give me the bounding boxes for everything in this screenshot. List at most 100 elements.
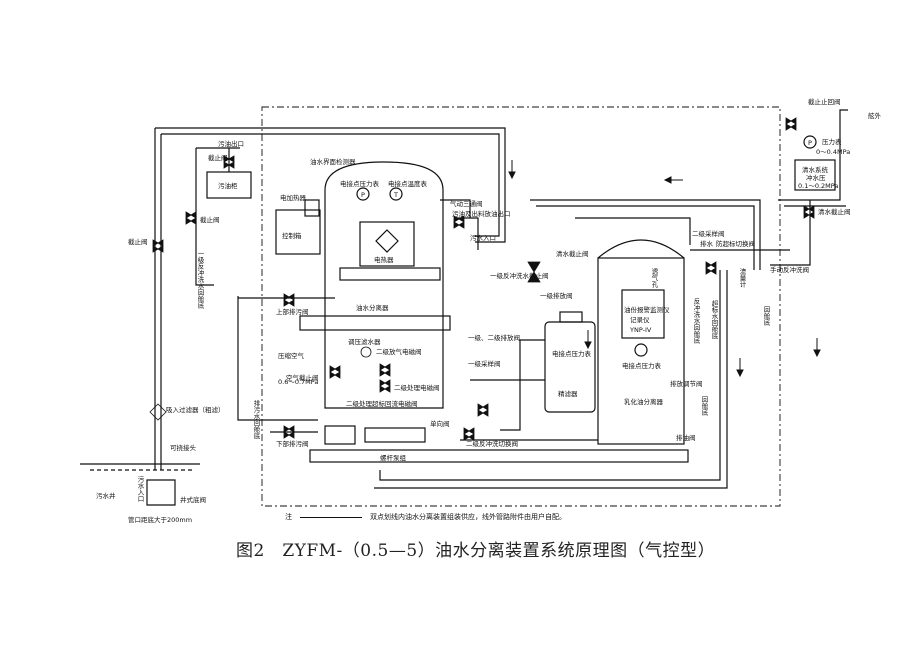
label-clean-shutoff: 清水截止阀 <box>818 207 851 216</box>
label-contact-gauge-2: 电接点压力表 <box>552 349 592 358</box>
flow-arrow <box>736 358 744 378</box>
second-separator <box>597 257 685 445</box>
label-oil-drain: 污油及出料放油出口 <box>452 209 511 218</box>
label-contact-gauge-3: 电接点压力表 <box>622 361 662 370</box>
label-suction-inlet: 污水入口 <box>136 476 144 503</box>
filter-diamond <box>149 403 167 421</box>
flow-arrow <box>584 330 592 350</box>
label-heater: 电热器 <box>374 255 394 264</box>
label-top-drain: 上部排污阀 <box>276 307 309 316</box>
label-pressure-gauge: 压力表 <box>822 137 842 146</box>
label-monitor-model: YNP-IV <box>629 326 652 334</box>
valve-oil-outlet <box>223 155 235 169</box>
control-box <box>275 209 321 255</box>
valve-shutoff-right <box>803 205 815 219</box>
label-pneumatic-valve: 气动三通阀 <box>450 199 483 208</box>
label-gauge-p-1: P <box>361 191 365 199</box>
valve-check-out <box>785 117 797 131</box>
label-backflush-vert: 一级反冲洗水回舱底 <box>196 250 204 310</box>
primary-separator <box>324 161 444 409</box>
valve-switch <box>705 261 717 275</box>
label-flexible-joint: 可挠接头 <box>170 443 197 452</box>
label-dirty-inlet: 污水入口 <box>470 233 496 242</box>
label-air-vent: 透气孔 <box>650 268 658 289</box>
label-well: 污水井 <box>96 491 116 500</box>
clean-water-box <box>794 159 836 191</box>
valve-three-way <box>453 215 465 229</box>
footnote-prefix: 注 <box>285 513 292 521</box>
label-sample-valve: 一级采样阀 <box>468 359 501 368</box>
label-drain-valve: 排油阀 <box>676 433 696 442</box>
label-flow-meter: 流量计 <box>738 267 746 289</box>
label-backflush-shutoff: 手动反冲洗阀 <box>770 265 809 274</box>
valve-stage2 <box>477 403 489 417</box>
label-filter-tube: 吸入过滤器（粗滤） <box>166 405 225 414</box>
label-thermometer: 电接点温度表 <box>388 179 428 188</box>
footnote-text: 双点划线内油水分离装置组装供应，线外管路附件由用户自配。 <box>370 513 566 521</box>
pump-motor <box>324 425 356 445</box>
label-regulator: 调压滤水器 <box>348 337 381 346</box>
oil-monitor <box>621 289 665 339</box>
label-drain-vert: 排污水回舱底 <box>252 399 260 441</box>
footnote: 注 双点划线内油水分离装置组装供应，线外管路附件由用户自配。 <box>285 512 566 522</box>
label-dirty-oil-outlet: 污油出口 <box>218 139 244 148</box>
label-monitor: 油份报警监测仪 <box>624 305 670 314</box>
label-electric-heater: 电加热器 <box>280 193 307 202</box>
label-clean-pressure: 0.1～0.2MPa <box>798 182 838 190</box>
pressure-gauge <box>803 135 817 149</box>
label-gauge-p-2: P <box>808 139 812 147</box>
label-shutoff-3: 截止阀 <box>128 237 148 246</box>
label-solenoid-1: 二级放气电磁阀 <box>376 347 422 356</box>
label-pipe-note: 管口距底大于200mm <box>128 515 192 524</box>
valve-shutoff-left <box>185 211 197 225</box>
backflush-pipe <box>155 127 506 243</box>
label-overflow-return: 超标水回舱底 <box>710 299 718 341</box>
label-shutoff-1: 截止阀 <box>208 153 228 162</box>
valve-solenoid-1 <box>379 363 391 377</box>
label-shutoff-2: 截止阀 <box>200 215 220 224</box>
label-compressed-air: 压缩空气 <box>278 351 305 360</box>
label-clean-water: 清水截止阀 <box>556 249 589 258</box>
label-contact-gauge-1: 电接点压力表 <box>340 179 380 188</box>
label-pressure-range: 0.6～0.7MPa <box>278 378 318 386</box>
label-level-detector: 油水界面检测器 <box>310 157 356 166</box>
gauge-left <box>360 346 372 358</box>
label-check-valve: 单向阀 <box>430 419 450 428</box>
valve-bottom-drain <box>283 425 295 439</box>
valve-solenoid-2 <box>379 379 391 393</box>
supply-boundary <box>261 106 781 507</box>
label-second-sep: 乳化油分离器 <box>624 397 664 406</box>
valve-first-stage <box>527 261 541 283</box>
flow-arrow <box>663 176 683 184</box>
label-control-box: 控制箱 <box>282 231 302 240</box>
footnote-line <box>300 516 362 518</box>
label-second-switch: 二级采样阀 <box>692 229 725 238</box>
label-clean-pressure-label: 冲水压 <box>806 173 826 182</box>
label-solenoid-2: 二级处理电磁阀 <box>394 383 440 392</box>
valve-backflush <box>463 427 475 441</box>
flow-arrow <box>813 338 821 358</box>
label-return-bilge-2: 回舱底 <box>762 306 770 327</box>
label-gauge-t: T <box>393 191 398 199</box>
label-overboard: 舷外 <box>868 111 882 120</box>
valve-air <box>329 365 341 379</box>
electric-heater <box>304 199 320 217</box>
label-anti-overflow: 防超标切换阀 <box>716 239 755 248</box>
label-level-check: 二级处理超标回流电磁阀 <box>346 399 418 408</box>
flow-arrow <box>508 160 516 180</box>
label-separator: 油水分离器 <box>356 303 389 312</box>
label-sampling: 排水 <box>700 239 714 248</box>
valve-left-main <box>152 239 164 253</box>
label-dirty-oil-tank: 污油柜 <box>218 181 238 190</box>
label-first-bypass: 一级反冲洗水截止阀 <box>490 271 549 280</box>
heater-panel <box>359 221 415 267</box>
label-return-bilge-1: 回舱底 <box>700 396 708 417</box>
label-first-sample: 一级排放阀 <box>540 291 573 300</box>
label-discharge: 排放调节阀 <box>670 379 703 388</box>
label-second-backflush: 反冲洗水回舱底 <box>692 297 700 345</box>
label-bottom-drain: 下部排污阀 <box>276 439 309 448</box>
figure-caption: 图2 ZYFM-（0.5—5）油水分离装置系统原理图（气控型） <box>236 541 716 561</box>
label-check-2: 二级反冲洗切换阀 <box>466 439 518 448</box>
valve-top-drain <box>283 293 295 307</box>
